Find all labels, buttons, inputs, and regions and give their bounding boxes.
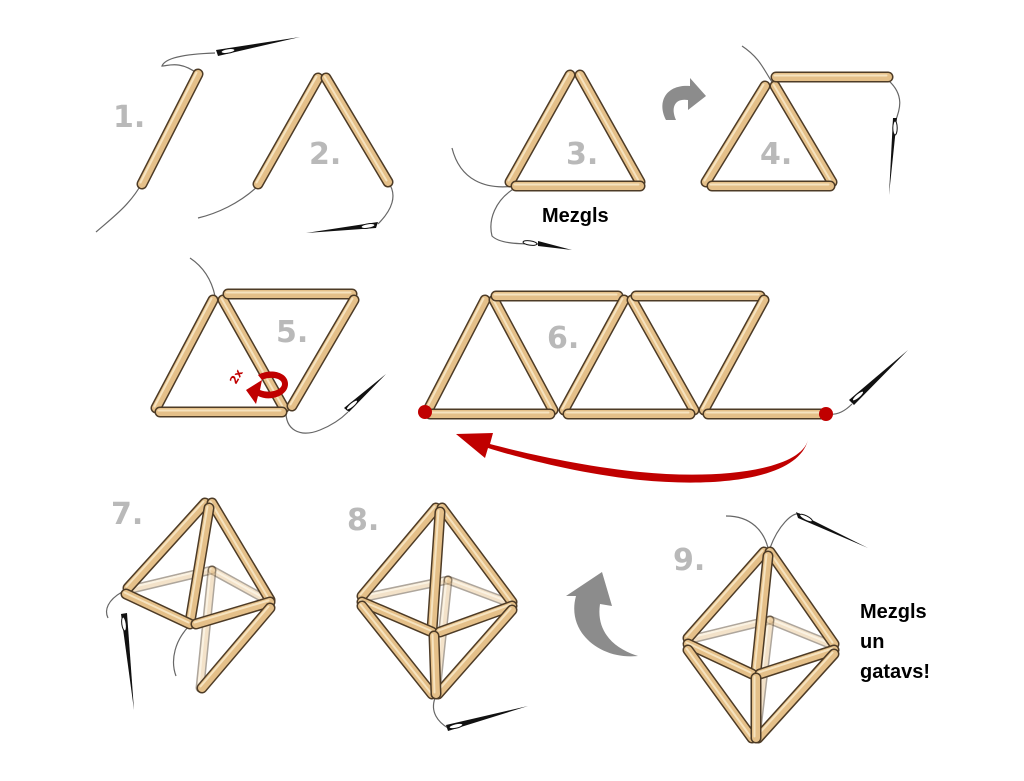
straw [184,502,215,628]
straw [432,604,518,700]
straw [698,294,770,416]
straw [504,69,576,188]
step-number-1: 1. [113,100,145,135]
straw [765,615,839,651]
straw [488,294,559,416]
straw [424,408,556,420]
straw [356,600,438,700]
straw [702,408,828,420]
straw [510,180,646,192]
straw [769,80,838,188]
straw [490,290,624,302]
straw [320,72,394,188]
straw [356,596,438,638]
straw [426,506,446,636]
step-number-8: 8. [347,503,379,538]
needles [121,37,908,731]
needle-icon [344,374,386,412]
straw [750,550,774,678]
start-point-marker [418,405,432,419]
straw [206,497,276,606]
straw [207,565,275,607]
needle-icon [889,118,898,195]
step-number-9: 9. [673,543,705,578]
straw [558,294,630,416]
straws [120,68,894,744]
done-label-line2: un [860,631,884,653]
straw [630,290,766,302]
straw [196,602,276,694]
knot-label: Mezgls [542,205,609,227]
straw [574,69,646,188]
needle-icon [522,240,572,250]
step-number-2: 2. [309,137,341,172]
straw [122,497,211,594]
straw [682,638,758,680]
straw [195,565,217,693]
straw [682,546,770,644]
straw [356,502,442,602]
needle-icon [796,512,868,548]
straw [770,71,894,83]
straw [120,588,196,630]
straw [252,72,324,190]
straw [764,546,840,650]
straw [443,575,517,609]
straw [222,288,358,300]
straw [422,294,491,416]
straw [752,648,840,744]
twice-label: 2x [227,367,246,386]
straw [754,644,840,680]
red-return-arrow [456,433,808,483]
straw [190,596,276,630]
needle-icon [306,222,378,233]
done-label-line1: Mezgls [860,601,927,623]
straw [682,644,758,744]
step-number-5: 5. [276,315,308,350]
straw [217,294,290,414]
straw [436,502,518,608]
straw [434,600,518,638]
straw [706,180,836,192]
curved-arrow-icon [662,78,706,120]
loop-arrow-icon [246,371,288,404]
needle-icon [849,350,908,405]
curved-arrow-icon [566,572,638,657]
needle-icon [446,706,528,731]
step-number-4: 4. [760,137,792,172]
end-point-marker [819,407,833,421]
step-number-6: 6. [547,321,579,356]
needle-icon [121,613,134,710]
straw [154,406,288,418]
step-number-3: 3. [566,137,598,172]
needle-icon [216,37,300,56]
straw [428,630,442,700]
straw [562,408,696,420]
done-label-line3: gatavs! [860,661,930,683]
straw [150,294,219,414]
straw [750,672,762,744]
straw [700,80,771,188]
step-number-7: 7. [111,497,143,532]
straw [286,294,360,412]
straw [136,68,204,190]
straw [626,294,700,416]
